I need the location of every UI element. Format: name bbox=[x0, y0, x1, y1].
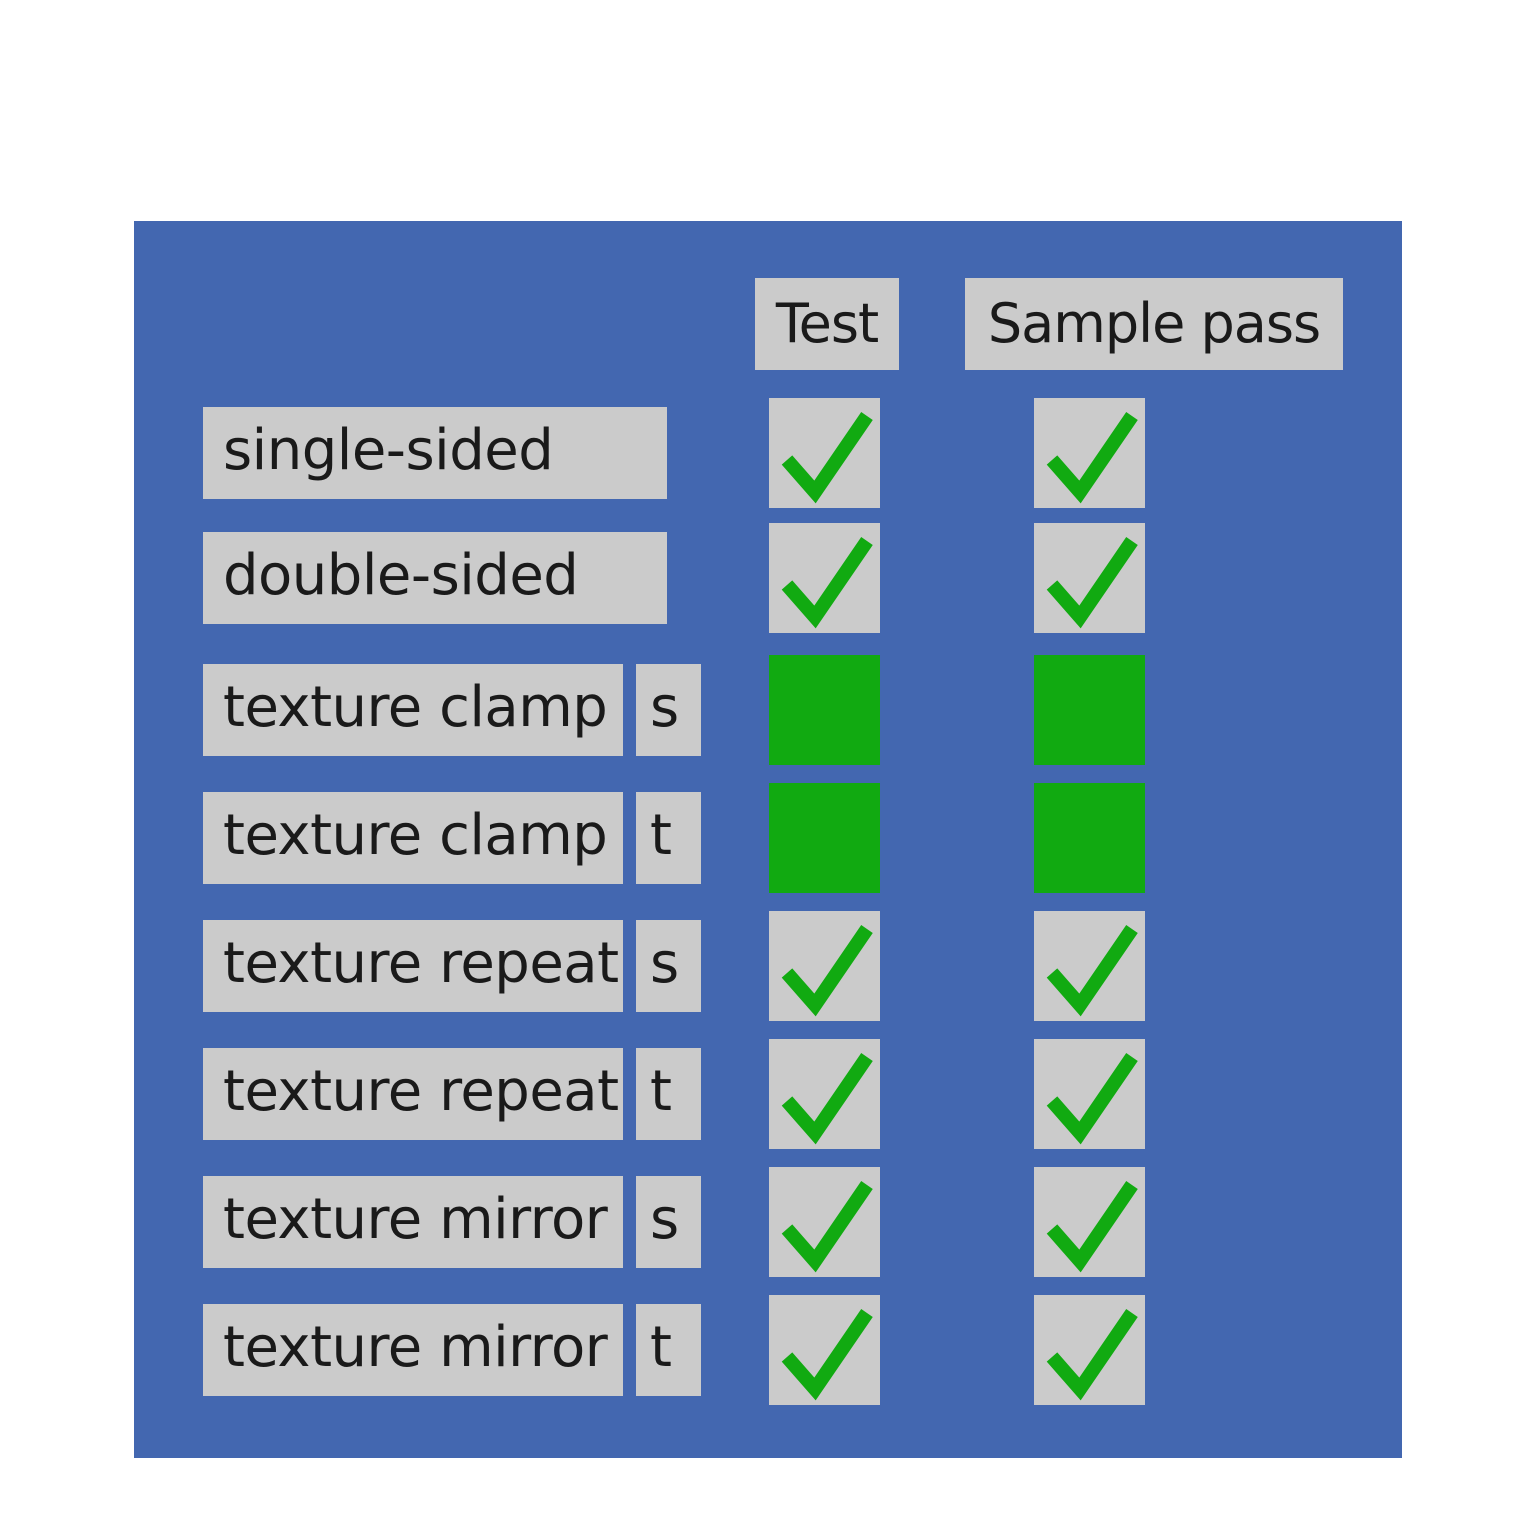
test-result-cell bbox=[769, 398, 880, 508]
checkmark-icon bbox=[1046, 412, 1138, 504]
test-result-cell bbox=[769, 1295, 880, 1405]
row-axis: t bbox=[636, 1304, 701, 1396]
checkmark-icon bbox=[781, 1309, 873, 1401]
checkmark-icon bbox=[781, 925, 873, 1017]
checkmark-icon bbox=[1046, 537, 1138, 629]
test-result-cell bbox=[769, 1039, 880, 1149]
sample-pass-result-cell bbox=[1034, 1039, 1145, 1149]
row-label: double-sided bbox=[203, 532, 667, 624]
result-row: single-sided bbox=[134, 398, 1402, 508]
test-result-cell bbox=[769, 523, 880, 633]
row-axis: s bbox=[636, 1176, 701, 1268]
result-row: double-sided bbox=[134, 523, 1402, 633]
checkmark-icon bbox=[781, 1181, 873, 1273]
test-result-cell bbox=[769, 911, 880, 1021]
row-axis: t bbox=[636, 792, 701, 884]
checkmark-icon bbox=[781, 1053, 873, 1145]
row-label: texture mirror bbox=[203, 1304, 623, 1396]
row-label: texture repeat bbox=[203, 920, 623, 1012]
sample-pass-result-cell bbox=[1034, 523, 1145, 633]
test-result-cell bbox=[769, 1167, 880, 1277]
row-label: texture mirror bbox=[203, 1176, 623, 1268]
checkmark-icon bbox=[781, 412, 873, 504]
checkmark-icon bbox=[1046, 925, 1138, 1017]
row-label: texture clamp bbox=[203, 792, 623, 884]
sample-pass-result-cell-solid bbox=[1034, 783, 1145, 893]
checkmark-icon bbox=[781, 537, 873, 629]
sample-pass-result-cell bbox=[1034, 911, 1145, 1021]
sample-pass-result-cell bbox=[1034, 398, 1145, 508]
row-label: texture clamp bbox=[203, 664, 623, 756]
checkmark-icon bbox=[1046, 1181, 1138, 1273]
sample-pass-result-cell bbox=[1034, 1167, 1145, 1277]
sample-pass-result-cell bbox=[1034, 1295, 1145, 1405]
row-axis: s bbox=[636, 920, 701, 1012]
row-axis: s bbox=[636, 664, 701, 756]
sample-pass-result-cell-solid bbox=[1034, 655, 1145, 765]
checkmark-icon bbox=[1046, 1053, 1138, 1145]
test-result-cell-solid bbox=[769, 783, 880, 893]
checkmark-icon bbox=[1046, 1309, 1138, 1401]
test-result-cell-solid bbox=[769, 655, 880, 765]
row-axis: t bbox=[636, 1048, 701, 1140]
results-panel: Test Sample pass single-sided double-side… bbox=[134, 221, 1402, 1458]
header-sample-pass: Sample pass bbox=[965, 278, 1343, 370]
header-test: Test bbox=[755, 278, 899, 370]
row-label: single-sided bbox=[203, 407, 667, 499]
row-label: texture repeat bbox=[203, 1048, 623, 1140]
